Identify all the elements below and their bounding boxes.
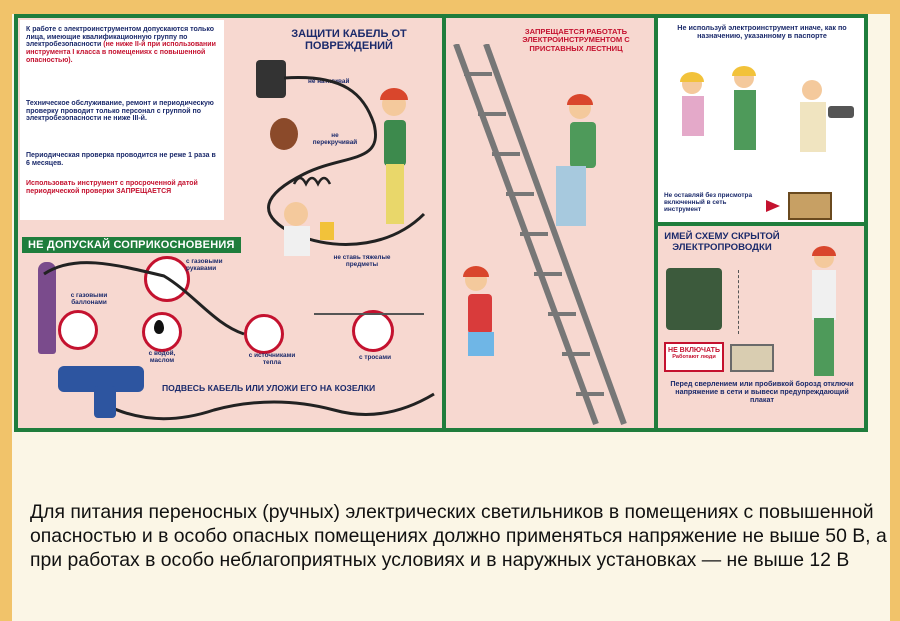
hardhat-top-icon (567, 94, 593, 105)
wiring-title: ИМЕЙ СХЕМУ СКРЫТОЙ ЭЛЕКТРОПРОВОДКИ (664, 231, 780, 253)
ropes-label: с тросами (358, 354, 392, 361)
mouse-figure (270, 118, 298, 150)
gas-hoses-label: с газовыми рукавами (186, 258, 223, 273)
rope-circle (352, 310, 394, 352)
protect-cable-title: ЗАЩИТИ КАБЕЛЬ ОТ ПОВРЕЖДЕНИЙ (291, 28, 407, 53)
no-heavy-label: не ставь тяжелые предметы (333, 254, 391, 269)
hardhat-yellow-icon (680, 72, 704, 82)
no-contact-title: НЕ ДОПУСКАЙ СОПРИКОСНОВЕНИЯ (22, 237, 241, 253)
hardhat-icon (380, 88, 408, 100)
support-cable (103, 392, 435, 421)
gas-cylinders-label: с газовыми баллонами (70, 292, 108, 307)
heat-circle (244, 314, 284, 354)
hose-line (43, 261, 245, 336)
hairdryer-drill-icon (828, 106, 854, 118)
rules-p1-text: К работе с электроинструментом допускают… (26, 26, 215, 49)
wiring-note: Перед сверлением или пробивкой борозд от… (670, 379, 854, 404)
purpose-illustration (680, 66, 854, 152)
ladder-illustration (453, 44, 627, 426)
woman3-body (800, 102, 826, 152)
hang-cable-label: ПОДВЕСЬ КАБЕЛЬ ИЛИ УЛОЖИ ЕГО НА КОЗЕЛКИ (162, 383, 376, 393)
rules-p1-red: (не ниже II-й при использовании инструме… (26, 41, 216, 64)
wall-crosshairs (738, 270, 771, 334)
sign-main-text: НЕ ВКЛЮЧАТЬ (668, 347, 720, 354)
beer-mug-icon (320, 222, 334, 240)
man-body (284, 226, 310, 256)
top-decor-band (0, 0, 900, 14)
purpose-title: Не используй электроинструмент иначе, ка… (677, 23, 847, 40)
sign-sub-text: Работают люди (672, 354, 716, 360)
plug-socket-icon (256, 60, 286, 98)
water-drop-icon (154, 320, 164, 334)
hose-and-cable-lines (43, 261, 435, 421)
safety-poster: К работе с электроинструментом допускают… (14, 14, 868, 432)
rules-p2: Техническое обслуживание, ремонт и перио… (26, 100, 214, 123)
hardhat-bottom-icon (463, 266, 489, 277)
rules-p3: Периодическая проверка проводится не реж… (26, 152, 216, 167)
ladder-icon (453, 44, 627, 426)
socket-icon (788, 192, 832, 220)
worker-top-body (570, 122, 596, 168)
drill-handle (94, 386, 116, 418)
woman-legs (386, 164, 404, 224)
right-decor-band (890, 0, 900, 621)
unattended-label: Не оставляй без присмотра включенный в с… (664, 192, 753, 214)
electrician-illustration (812, 246, 836, 376)
left-decor-band (0, 0, 12, 621)
cable-line (267, 75, 426, 246)
do-not-switch-sign: НЕ ВКЛЮЧАТЬ Работают люди (664, 342, 724, 372)
ladder-title: ЗАПРЕЩАЕТСЯ РАБОТАТЬ ЭЛЕКТРОИНСТРУМЕНТОМ… (522, 27, 630, 53)
coil-icon (292, 176, 332, 187)
junction-box-icon (666, 268, 722, 330)
hardhat-yellow2-icon (732, 66, 756, 76)
caption-text: Для питания переносных (ручных) электрич… (30, 501, 887, 571)
wall-socket-icon (730, 344, 774, 372)
rules-p4: Использовать инструмент с просроченной д… (26, 180, 198, 195)
rules-p1: К работе с электроинструментом допускают… (26, 26, 220, 64)
gas-cylinder-circle (58, 310, 98, 350)
woman3-head (802, 80, 822, 100)
worker-bottom-skirt (468, 332, 494, 356)
arrow-icon (766, 200, 780, 212)
woman1-body (682, 96, 704, 136)
water-oil-label: с водой, маслом (148, 350, 176, 365)
worker-bottom-body (468, 294, 492, 334)
woman2-body (734, 90, 756, 150)
no-twist-label: не перекручивай (312, 132, 358, 147)
cable-illustration (256, 60, 426, 256)
gas-cylinder-icon (38, 262, 56, 354)
rules-box (20, 20, 224, 220)
man-head (284, 202, 308, 226)
electrician-body (812, 270, 836, 320)
woman-body (384, 120, 406, 166)
electrician-legs (814, 318, 834, 376)
heat-label: с источниками тепла (248, 352, 296, 367)
worker-top-legs (556, 166, 586, 226)
electrician-hardhat-icon (812, 246, 836, 256)
